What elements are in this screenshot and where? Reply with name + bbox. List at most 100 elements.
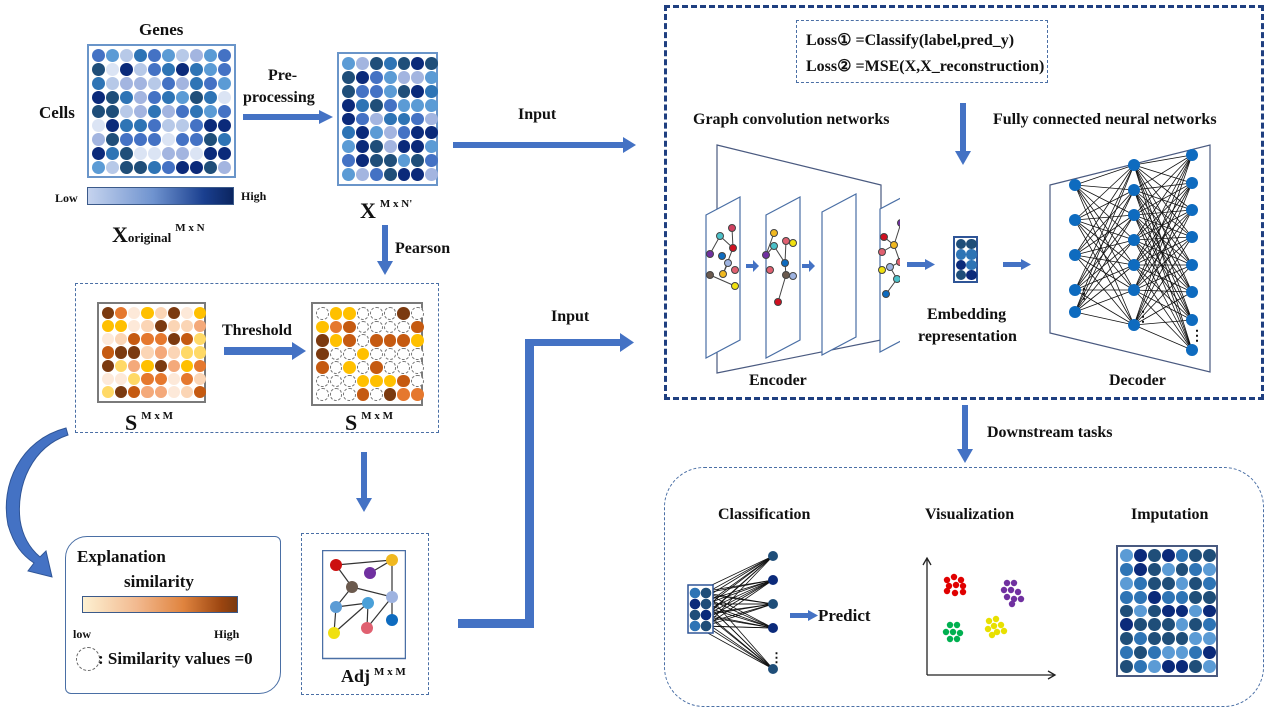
matrix-cell xyxy=(176,119,189,132)
matrix-cell xyxy=(176,91,189,104)
decoder-label: Decoder xyxy=(1109,372,1166,389)
matrix-cell xyxy=(176,105,189,118)
embedding-node xyxy=(700,609,712,621)
imputation-label: Imputation xyxy=(1131,506,1209,523)
matrix-cell xyxy=(218,147,231,160)
matrix-cell xyxy=(141,346,154,359)
matrix-cell xyxy=(956,249,967,260)
matrix-cell xyxy=(1133,646,1147,660)
matrix-cell xyxy=(204,133,217,146)
matrix-cell xyxy=(343,307,356,320)
matrix-cell xyxy=(106,63,119,76)
output-node xyxy=(768,575,778,585)
matrix-cell xyxy=(1175,632,1189,646)
embedding-node xyxy=(689,587,701,599)
scatter-point xyxy=(988,631,996,639)
matrix-cell xyxy=(194,385,207,399)
matrix-cell xyxy=(180,385,194,399)
matrix-cell xyxy=(148,119,161,132)
matrix-cell xyxy=(411,140,425,154)
matrix-cell xyxy=(148,105,161,118)
matrix-cell xyxy=(162,133,175,146)
matrix-cell xyxy=(355,84,369,98)
classification-label: Classification xyxy=(718,506,811,523)
matrix-cell xyxy=(411,57,425,70)
matrix-cell xyxy=(218,105,231,118)
similarity-section xyxy=(75,283,439,433)
matrix-cell xyxy=(369,57,383,70)
matrix-cell xyxy=(194,320,207,333)
explanation-subtitle: similarity xyxy=(124,572,194,591)
matrix-cell xyxy=(134,91,147,104)
matrix-cell xyxy=(956,239,967,250)
matrix-cell xyxy=(1161,632,1175,646)
neuron-node xyxy=(1186,204,1198,216)
matrix-dimension: M x N' xyxy=(379,198,413,210)
matrix-cell xyxy=(356,361,370,374)
matrix-cell xyxy=(102,359,115,372)
pearson-arrow xyxy=(377,225,393,275)
preprocessed-matrix xyxy=(337,52,439,186)
matrix-cell xyxy=(1175,604,1189,618)
matrix-cell xyxy=(342,140,355,154)
matrix-cell xyxy=(154,346,167,359)
scatter-point xyxy=(959,582,967,590)
embedding-node xyxy=(689,620,701,632)
expression-colorbar xyxy=(87,187,234,205)
matrix-cell xyxy=(204,63,217,76)
matrix-cell xyxy=(329,307,343,320)
matrix-cell xyxy=(383,347,397,361)
matrix-cell xyxy=(134,161,147,174)
matrix-cell xyxy=(128,320,141,333)
preprocess-label-line2: processing xyxy=(243,89,315,106)
matrix-cell xyxy=(966,259,977,270)
matrix-dimension: M x M xyxy=(374,666,406,678)
matrix-cell xyxy=(370,347,383,361)
matrix-cell xyxy=(1175,549,1189,562)
scatter-point xyxy=(1000,586,1008,594)
genes-label: Genes xyxy=(139,20,184,39)
matrix-cell xyxy=(369,168,383,182)
matrix-cell xyxy=(383,168,397,182)
neuron-node xyxy=(1186,259,1198,271)
matrix-cell xyxy=(141,385,154,399)
matrix-cell xyxy=(343,374,356,388)
matrix-cell xyxy=(316,361,329,374)
matrix-cell xyxy=(397,374,411,388)
scatter-point xyxy=(956,629,964,637)
scatter-point xyxy=(993,628,1001,636)
graph-node xyxy=(328,627,340,639)
matrix-cell xyxy=(1161,618,1175,632)
svg-text:⋮: ⋮ xyxy=(1136,310,1150,325)
matrix-cell xyxy=(1161,562,1175,576)
matrix-cell xyxy=(1189,562,1203,576)
matrix-cell xyxy=(92,105,105,118)
neuron-node xyxy=(1128,284,1140,296)
scatter-point xyxy=(943,587,951,595)
scatter-point xyxy=(1007,586,1015,594)
encoder-graphic xyxy=(705,144,900,374)
matrix-cell xyxy=(383,361,397,374)
embedding-label-line2: representation xyxy=(918,328,1017,345)
scatter-point xyxy=(942,628,950,636)
matrix-cell xyxy=(176,161,189,174)
matrix-cell xyxy=(329,347,343,361)
matrix-cell xyxy=(383,98,397,112)
matrix-cell xyxy=(115,320,128,333)
decoder-graphic: ⋮ ⋮ ⋮ xyxy=(1049,144,1211,373)
scatter-point xyxy=(985,617,993,625)
matrix-cell xyxy=(369,70,383,84)
to-decoder-arrow xyxy=(1003,259,1031,270)
matrix-cell xyxy=(329,334,343,347)
matrix-cell xyxy=(154,320,167,333)
neuron-node xyxy=(1069,179,1081,191)
matrix-cell xyxy=(411,347,424,361)
matrix-cell xyxy=(148,161,161,174)
output-node xyxy=(768,623,778,633)
scatter-point xyxy=(992,615,1000,623)
matrix-cell xyxy=(1133,562,1147,576)
matrix-cell xyxy=(194,372,207,385)
embedding-node xyxy=(700,598,712,610)
matrix-cell xyxy=(162,91,175,104)
matrix-cell xyxy=(134,77,147,90)
